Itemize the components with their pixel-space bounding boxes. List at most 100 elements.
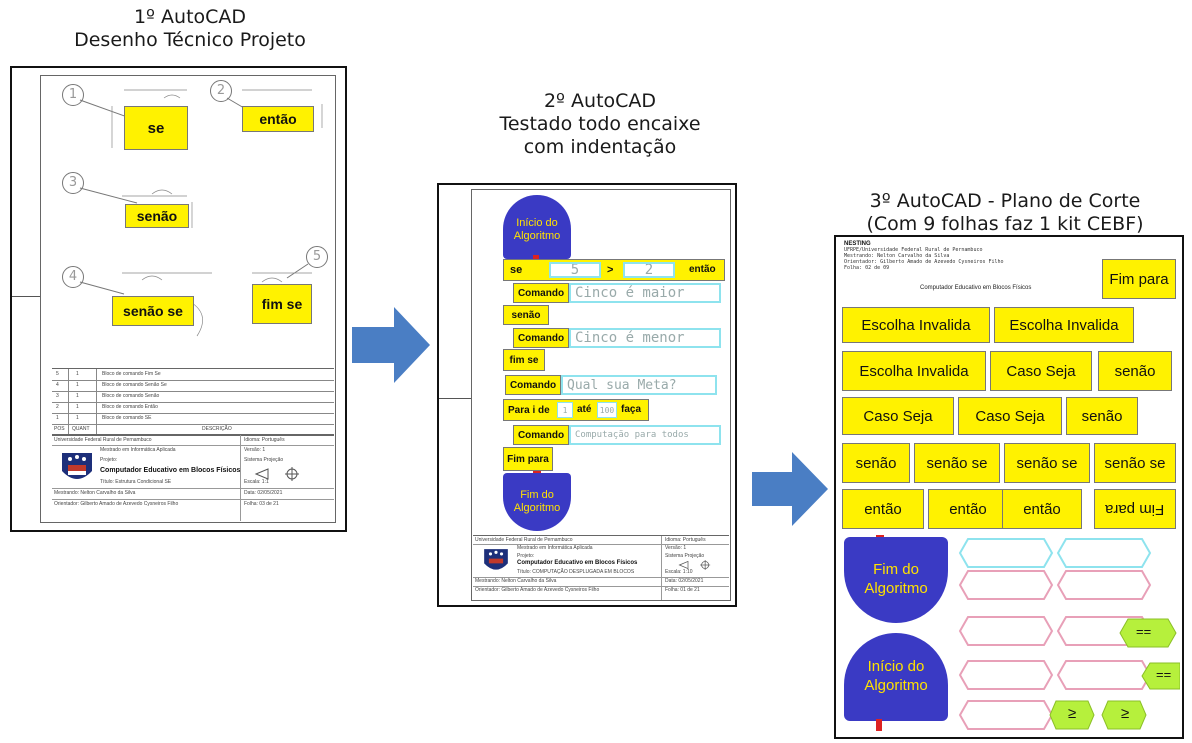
command-label-3: Comando — [509, 379, 557, 391]
bom-header-desc: DESCRIÇÃO — [202, 426, 232, 432]
end-if-label: fim se — [509, 354, 539, 366]
bom-header-qty: QUANT — [72, 426, 90, 432]
step3-caption-line1: 3º AutoCAD - Plano de Corte — [869, 190, 1141, 212]
nest-senao-3: senão — [842, 443, 910, 483]
drawing-block-fim-se: fim se — [252, 284, 312, 324]
tb1-advisor: Orientador: Gilberto Amado de Azevedo Cy… — [54, 501, 179, 507]
nest-label: Escolha Invalida — [861, 316, 971, 334]
command-text-3-value: Qual sua Meta? — [567, 377, 677, 393]
nest-entao-3: então — [1002, 489, 1082, 529]
tb1-version: Versão: 1 — [244, 447, 266, 453]
command-block-3: Comando — [505, 375, 561, 395]
if-operand-2-value: 2 — [644, 262, 654, 278]
then-keyword: então — [689, 264, 716, 275]
bom-row: 2 1 Bloco de comando Então — [52, 402, 334, 414]
bom-desc: Bloco de comando SE — [102, 415, 152, 421]
op-gte-2: ≥ — [1121, 705, 1130, 722]
tb2-project-label: Projeto: — [517, 553, 535, 559]
command-label-2: Comando — [517, 332, 565, 344]
nest-label: então — [864, 500, 902, 518]
bom-qty: 1 — [76, 415, 79, 421]
step1-caption-line1: 1º AutoCAD — [133, 6, 247, 28]
bom-item: 2 — [56, 404, 59, 410]
command-block-4: Comando — [513, 425, 569, 445]
drawing-block-senao: senão — [125, 204, 189, 228]
step1-caption-line2: Desenho Técnico Projeto — [74, 28, 306, 51]
sheet1-inner-border — [40, 75, 336, 523]
indentation-test-sheet: Início do Algoritmo se 5 > 2 então Coman… — [437, 183, 737, 607]
bom-qty: 1 — [76, 382, 79, 388]
if-operand-1-value: 5 — [570, 262, 580, 278]
university-logo-icon — [62, 453, 92, 479]
end-if-block: fim se — [503, 349, 545, 371]
tb1-title: Título: Estrutura Condicional SE — [100, 479, 172, 485]
callout-3: 3 — [62, 172, 84, 194]
step3-caption-line2: (Com 9 folhas faz 1 kit CEBF) — [866, 212, 1144, 235]
nest-label: Fim para — [1105, 500, 1165, 518]
tb2-scale: Escala: 1:10 — [665, 569, 693, 575]
bom-desc: Bloco de comando Senão — [102, 393, 160, 399]
if-keyword: se — [510, 264, 523, 276]
nest-fim-para-top-label: Fim para — [1109, 270, 1169, 288]
for-to-value: 100 — [599, 405, 615, 415]
tb2-project: Computador Educativo em Blocos Físicos — [517, 560, 638, 566]
command-label-1: Comando — [517, 287, 565, 299]
bom-row: 4 1 Bloco de comando Senão Se — [52, 380, 334, 392]
tb1-sheet: Folha: 03 de 21 — [244, 501, 279, 507]
bom-desc: Bloco de comando Senão Se — [102, 382, 167, 388]
command-text-4: Computação para todos — [569, 425, 721, 445]
callout-leaders — [79, 89, 323, 337]
tb1-project-label: Projeto: — [100, 457, 118, 463]
command-block-1: Comando — [513, 283, 569, 303]
nest-fim-para-top: Fim para — [1102, 259, 1176, 299]
tb1-project: Computador Educativo em Blocos Físicos — [100, 467, 241, 474]
else-label: senão — [511, 309, 541, 321]
command-text-3: Qual sua Meta? — [561, 375, 717, 395]
drawing-block-senao-se: senão se — [112, 296, 194, 326]
university-logo-icon — [484, 549, 508, 570]
nest-caso-seja-1: Caso Seja — [990, 351, 1092, 391]
step2-caption-line2: Testado todo encaixe — [499, 112, 701, 135]
callout-5: 5 — [306, 246, 328, 268]
tb2-date: Data: 02/05/2021 — [665, 578, 704, 584]
nest-caso-seja-2: Caso Seja — [842, 397, 954, 435]
command-text-1-value: Cinco é maior — [575, 285, 685, 301]
drawing-block-entao: então — [242, 106, 314, 132]
green-operator — [1049, 618, 1180, 730]
nest-senao-2: senão — [1066, 397, 1138, 435]
step2-caption-line1: 2º AutoCAD — [543, 90, 657, 112]
nesting-line-4: Folha: 02 de 09 — [844, 265, 890, 271]
nesting-project: Computador Educativo em Blocos Físicos — [920, 285, 1032, 291]
cyan-tag — [958, 538, 1152, 568]
start-algorithm-label: Início do Algoritmo — [513, 216, 561, 242]
end-algorithm-label: Fim do Algoritmo — [513, 488, 561, 514]
tb1-scale: Escala: 1:1 — [244, 479, 269, 485]
callout-1: 1 — [62, 84, 84, 106]
op-equals-1: == — [1136, 624, 1152, 639]
nest-end-algorithm-label: Fim do Algoritmo — [864, 561, 928, 597]
nest-label: Caso Seja — [975, 407, 1045, 425]
command-text-1: Cinco é maior — [569, 283, 721, 303]
start-algorithm-pill: Início do Algoritmo — [503, 195, 571, 259]
nest-escolha-invalida-2: Escolha Invalida — [994, 307, 1134, 343]
drawing-block-se-label: se — [147, 119, 165, 137]
bom-qty: 1 — [76, 404, 79, 410]
drawing-block-fim-se-label: fim se — [261, 296, 303, 312]
nest-start-algorithm-label: Início do Algoritmo — [864, 658, 928, 694]
callout-4: 4 — [62, 266, 84, 288]
sheet2-inner-border — [471, 189, 731, 601]
command-block-2: Comando — [513, 328, 569, 348]
tb1-language: Idioma: Português — [244, 437, 285, 443]
nest-entao-1: então — [842, 489, 924, 529]
projection-symbol-icon — [678, 560, 711, 570]
nest-label: senão — [855, 454, 897, 472]
sheet1-title-block: Universidade Federal Rural de Pernambuco… — [52, 434, 334, 521]
nest-label: então — [949, 500, 987, 518]
tb2-title: Título: COMPUTAÇÃO DESPLUGADA EM BLOCOS — [517, 569, 635, 575]
for-from: 1 — [557, 402, 573, 418]
tb2-sheet: Folha: 01 de 21 — [665, 587, 700, 593]
bom-item: 5 — [56, 371, 59, 377]
command-text-2-value: Cinco é menor — [575, 330, 685, 346]
bom-item: 4 — [56, 382, 59, 388]
technical-drawing-sheet: 1 2 3 4 5 se então senão senão se fi — [10, 66, 347, 532]
